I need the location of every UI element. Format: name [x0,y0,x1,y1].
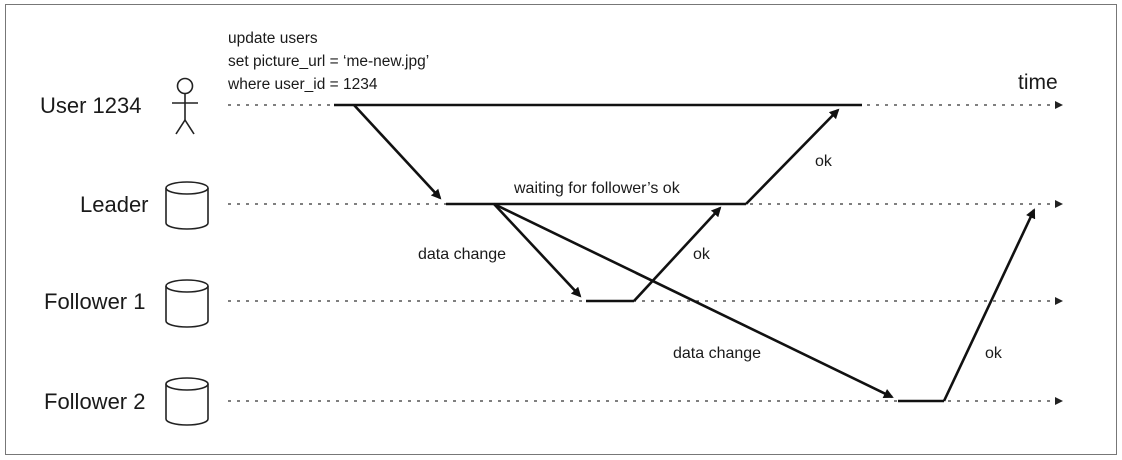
arrow-follower2-to-leader [942,208,1036,402]
data-change-label-follower2: data change [673,345,761,362]
arrow-leader-to-user [745,108,840,205]
row-label-leader: Leader [80,192,149,217]
waiting-label: waiting for follower’s ok [513,180,681,197]
arrow-leader-to-follower1 [493,203,582,298]
follower1-database-icon [165,279,209,328]
arrow-follower1-to-leader [633,206,722,302]
data-change-label-follower1: data change [418,246,506,263]
arrow-user-to-leader [353,104,442,200]
user-icon [172,77,198,135]
query-line-3: where user_id = 1234 [227,76,378,93]
ok-label-follower2: ok [985,345,1003,362]
time-axis-label: time [1018,71,1058,94]
query-line-1: update users [228,30,318,47]
row-label-follower1: Follower 1 [44,289,145,314]
arrow-leader-to-follower2 [493,202,894,399]
row-label-follower2: Follower 2 [44,389,145,414]
ok-label-leader: ok [815,153,833,170]
leader-database-icon [165,181,209,230]
diagram-frame [5,4,1117,455]
query-line-2: set picture_url = ‘me-new.jpg’ [228,53,429,70]
follower2-database-icon [165,377,209,426]
ok-label-follower1: ok [693,246,711,263]
row-label-user: User 1234 [40,93,142,118]
